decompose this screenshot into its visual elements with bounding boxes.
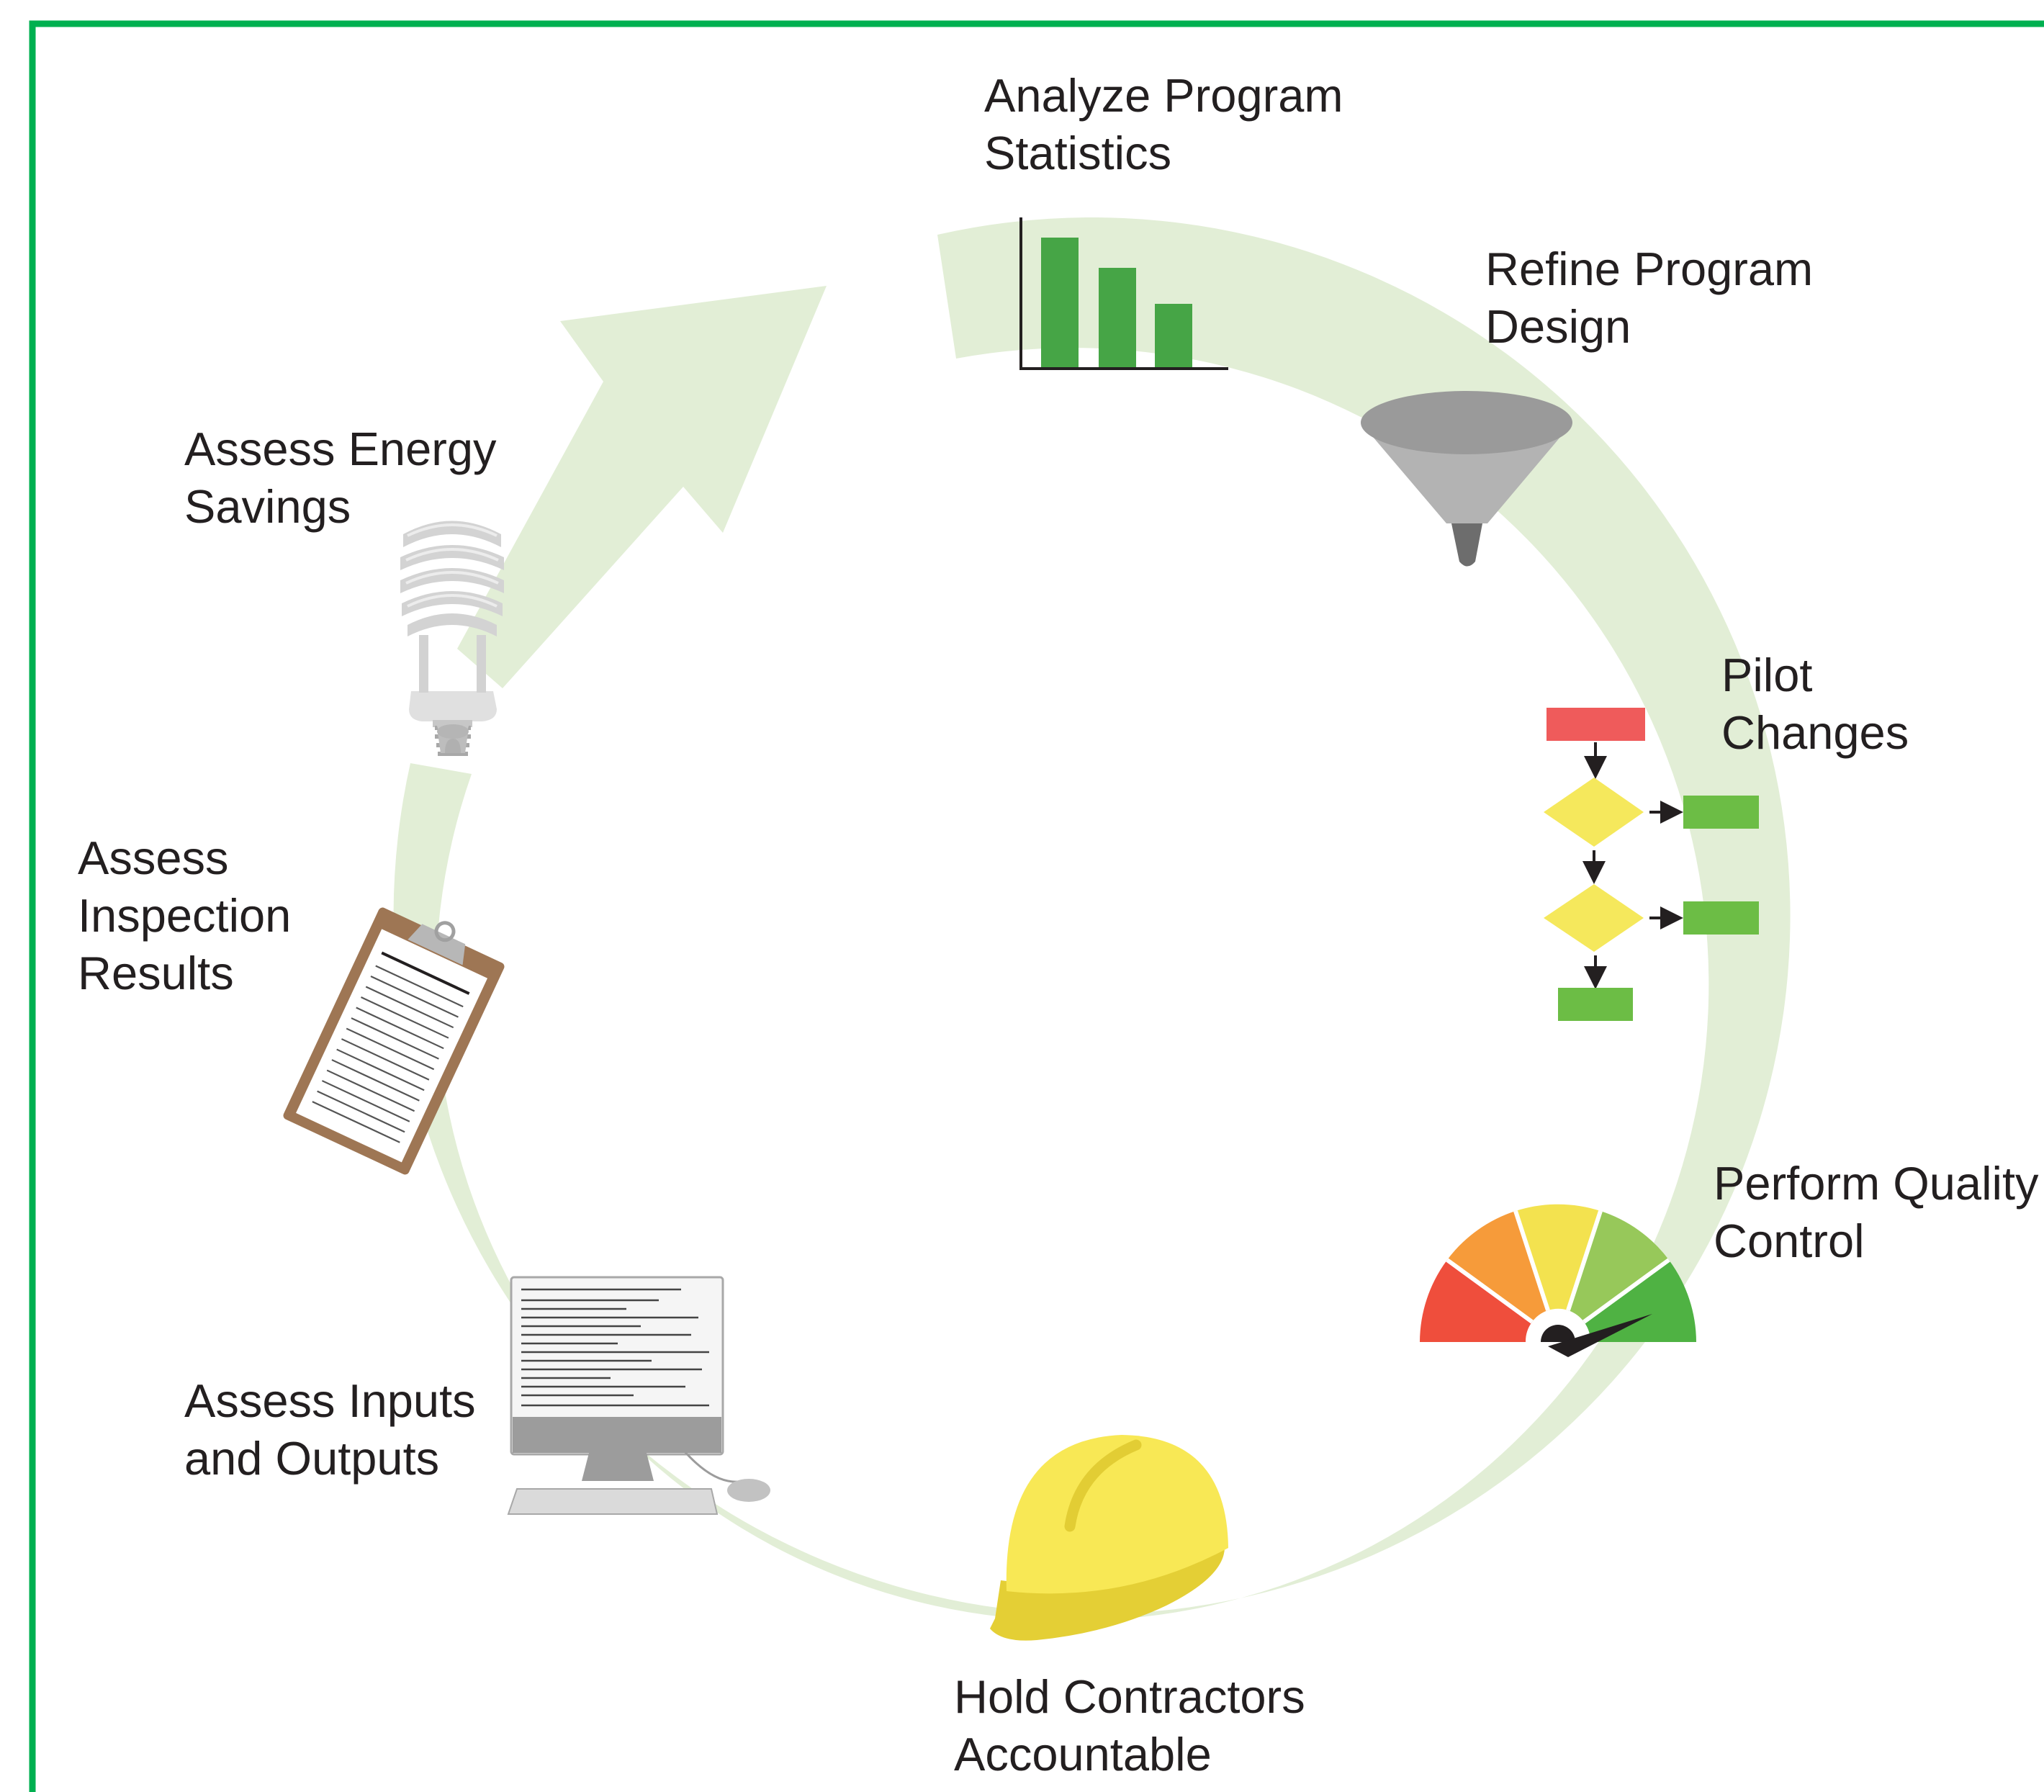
frame-border <box>29 20 2044 1792</box>
step-label-line: Assess Inputs <box>184 1374 476 1427</box>
step-label-assess-inputs-and-outputs: Assess Inputs and Outputs <box>184 1372 476 1487</box>
bar-chart-icon <box>1019 217 1228 370</box>
step-label-assess-energy-savings: Assess Energy Savings <box>184 420 497 536</box>
clipboard-icon <box>283 907 505 1175</box>
step-label-line: Statistics <box>984 127 1172 179</box>
hard-hat-icon <box>990 1435 1228 1641</box>
funnel-icon <box>1361 391 1572 567</box>
step-label-line: and Outputs <box>184 1432 440 1485</box>
step-label-line: Changes <box>1721 706 1909 759</box>
step-label-analyze-program-statistics: Analyze Program Statistics <box>984 67 1343 182</box>
cycle-arrow-head <box>457 286 827 688</box>
step-label-line: Hold Contractors <box>954 1670 1305 1723</box>
step-label-line: Assess Energy <box>184 423 497 475</box>
step-label-pilot-changes: Pilot Changes <box>1721 647 1909 762</box>
step-label-line: Results <box>78 947 234 999</box>
cfl-bulb-icon <box>400 521 504 756</box>
step-label-line: Analyze Program <box>984 69 1343 122</box>
step-label-line: Perform Quality <box>1714 1157 2039 1210</box>
step-label-perform-quality-control: Perform Quality Control <box>1714 1155 2039 1270</box>
step-label-line: Assess <box>78 832 229 884</box>
step-label-line: Design <box>1485 300 1631 353</box>
step-label-line: Accountable <box>954 1728 1212 1780</box>
step-label-line: Inspection <box>78 889 292 942</box>
step-label-hold-contractors-accountable: Hold Contractors Accountable <box>954 1668 1305 1783</box>
step-label-line: Savings <box>184 480 351 533</box>
step-label-assess-inspection-results: Assess Inspection Results <box>78 829 291 1002</box>
step-label-refine-program-design: Refine Program Design <box>1485 240 1813 356</box>
step-label-line: Pilot <box>1721 649 1813 701</box>
step-label-line: Control <box>1714 1215 1865 1267</box>
computer-icon <box>507 1276 770 1515</box>
flowchart-icon <box>1544 708 1759 1021</box>
gauge-icon <box>1420 1204 1696 1357</box>
step-label-line: Refine Program <box>1485 243 1814 295</box>
